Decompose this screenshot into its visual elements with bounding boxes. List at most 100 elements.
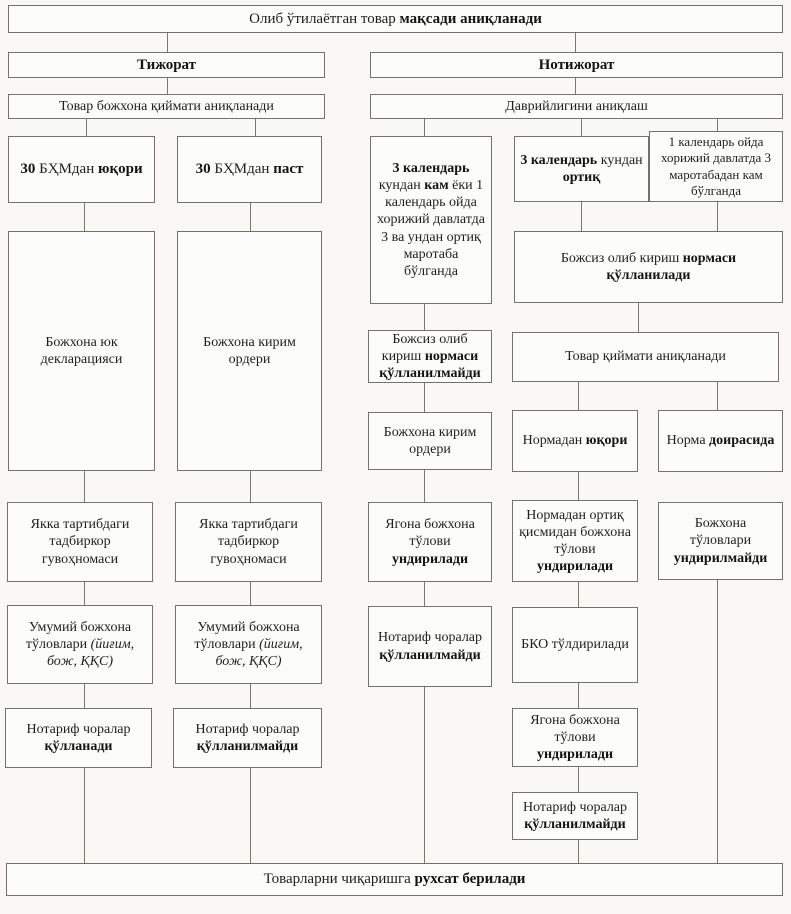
connector-line: [578, 840, 579, 863]
text-segment: ундирилади: [536, 559, 614, 575]
connector-line: [575, 78, 576, 94]
text-segment: Ягона божхона тўлови: [530, 712, 620, 745]
text-segment: Божсиз олиб кириш: [381, 331, 468, 364]
text-segment: қўлланади: [44, 739, 113, 754]
node-receipt-order-commercial: Божхона кирим ордери: [177, 231, 322, 471]
text-segment: ортиқ: [562, 170, 601, 185]
connector-line: [424, 582, 425, 606]
text-segment: (йиғим, бож, ҚҚС): [46, 636, 135, 670]
text-segment: Нотижорат: [538, 56, 615, 73]
text-segment: ундирилади: [536, 747, 614, 763]
connector-line: [424, 383, 425, 412]
text-segment: кам: [424, 178, 449, 194]
node-periodicity-determined: Даврийлигини аниқлаш: [370, 94, 783, 119]
node-single-customs-payment-2: Ягона божхона тўлови ундирилади: [512, 708, 638, 767]
node-bko-filled: БКО тўлдирилади: [512, 607, 638, 683]
text-segment: Нормадан ортиқ қисмидан божхона тўлови: [519, 507, 631, 557]
text-segment: Нотариф чоралар: [26, 721, 131, 737]
text-segment: Олиб ўтилаётган товар: [249, 10, 400, 27]
node-nontariff-applied: Нотариф чоралар қўлланади: [5, 708, 152, 768]
text-segment: Ягона божхона тўлови: [385, 517, 475, 550]
text-segment: Божхона кирим ордери: [383, 424, 477, 457]
connector-line: [84, 203, 85, 231]
connector-line: [578, 582, 579, 607]
text-segment: Умумий божхона тўловлари: [25, 619, 132, 652]
connector-line: [84, 684, 85, 708]
connector-line: [581, 119, 582, 136]
node-duty-free-norm-applied: Божсиз олиб кириш нормаси қўлланилади: [514, 231, 783, 303]
node-general-customs-payments-1: Умумий божхона тўловлари (йиғим, бож, ҚҚ…: [7, 605, 153, 684]
connector-line: [578, 382, 579, 410]
text-segment: ёки 1 календарь ойда хорижий давлатда 3 …: [377, 178, 485, 279]
text-segment: юқори: [585, 433, 628, 449]
node-general-customs-payments-2: Умумий божхона тўловлари (йиғим, бож, ҚҚ…: [175, 605, 322, 684]
connector-line: [578, 767, 579, 792]
connector-line: [167, 78, 168, 94]
text-segment: паст: [273, 161, 304, 178]
text-segment: кундан: [597, 152, 643, 168]
node-above-norm: Нормадан юқори: [512, 410, 638, 472]
node-cargo-customs-declaration: Божхона юк декларацияси: [8, 231, 155, 471]
text-segment: Нотариф чоралар: [377, 630, 483, 646]
connector-line: [84, 471, 85, 502]
node-release-permitted: Товарларни чиқаришга рухсат берилади: [6, 863, 783, 896]
connector-line: [424, 687, 425, 863]
text-segment: юқори: [98, 161, 143, 178]
connector-line: [86, 119, 87, 136]
connector-line: [250, 684, 251, 708]
text-segment: БҲМдан: [35, 161, 98, 178]
node-entrepreneur-certificate-2: Якка тартибдаги тадбиркор гувоҳномаси: [175, 502, 322, 582]
node-single-customs-payment-1: Ягона божхона тўлови ундирилади: [368, 502, 492, 582]
text-segment: доирасида: [709, 433, 775, 449]
node-less-3-days-or-frequent: 3 календарь кундан кам ёки 1 календарь о…: [370, 136, 492, 304]
text-segment: Норма: [666, 433, 710, 449]
text-segment: 1 календарь ойда хорижий давлатда 3 маро…: [660, 134, 772, 198]
text-segment: Товарларни чиқаришга: [263, 871, 415, 888]
text-segment: нормаси қўлланилмайди: [379, 348, 481, 382]
text-segment: қўлланилмайди: [196, 739, 299, 754]
text-segment: Божхона кирим ордери: [203, 334, 296, 367]
text-segment: Нотариф чоралар: [522, 799, 628, 815]
connector-line: [578, 683, 579, 708]
text-segment: Якка тартибдаги тадбиркор гувоҳномаси: [30, 517, 130, 567]
text-segment: Умумий божхона тўловлари: [194, 619, 300, 652]
text-segment: Товар божхона қиймати аниқланади: [59, 98, 274, 114]
node-goal-determined: Олиб ўтилаётган товар мақсади аниқланади: [8, 5, 783, 33]
connector-line: [424, 119, 425, 136]
node-customs-payments-not-collected: Божхона тўловлари ундирилмайди: [658, 502, 783, 580]
node-commercial-header: Тижорат: [8, 52, 325, 78]
node-goods-value-determined: Товар қиймати аниқланади: [512, 332, 779, 382]
text-segment: Якка тартибдаги тадбиркор гувоҳномаси: [199, 517, 298, 567]
node-nontariff-not-applied-noncommercial-1: Нотариф чоралар қўлланилмайди: [368, 606, 492, 687]
text-segment: БҲМдан: [210, 161, 274, 178]
text-segment: 3 календарь: [520, 152, 598, 168]
connector-line: [250, 203, 251, 231]
text-segment: 3 календарь: [392, 161, 470, 177]
node-excess-customs-payment: Нормадан ортиқ қисмидан божхона тўлови у…: [512, 500, 638, 582]
connector-line: [84, 768, 85, 863]
text-segment: Божхона тўловлари: [689, 516, 752, 549]
text-segment: Товар қиймати аниқланади: [565, 349, 726, 365]
text-segment: 30: [195, 161, 211, 178]
connector-line: [250, 768, 251, 863]
node-noncommercial-header: Нотижорат: [370, 52, 783, 78]
connector-line: [424, 470, 425, 502]
text-segment: 30: [20, 161, 36, 178]
node-nontariff-not-applied-noncommercial-2: Нотариф чоралар қўлланилмайди: [512, 792, 638, 840]
node-receipt-order-noncommercial: Божхона кирим ордери: [368, 412, 492, 470]
connector-line: [84, 582, 85, 605]
node-above-30-bhm: 30 БҲМдан юқори: [8, 136, 155, 203]
text-segment: Тижорат: [136, 56, 197, 73]
connector-line: [717, 580, 718, 863]
node-less-3-times-per-month: 1 календарь ойда хорижий давлатда 3 маро…: [649, 131, 783, 202]
text-segment: Божсиз олиб кириш: [560, 250, 683, 266]
node-nontariff-not-applied-commercial: Нотариф чоралар қўлланилмайди: [173, 708, 322, 768]
connector-line: [250, 471, 251, 502]
text-segment: мақсади аниқланади: [399, 10, 542, 27]
node-customs-value-determined: Товар божхона қиймати аниқланади: [8, 94, 325, 119]
connector-line: [717, 382, 718, 410]
connector-line: [638, 303, 639, 332]
text-segment: рухсат берилади: [414, 871, 526, 888]
text-segment: БКО тўлдирилади: [521, 637, 629, 653]
